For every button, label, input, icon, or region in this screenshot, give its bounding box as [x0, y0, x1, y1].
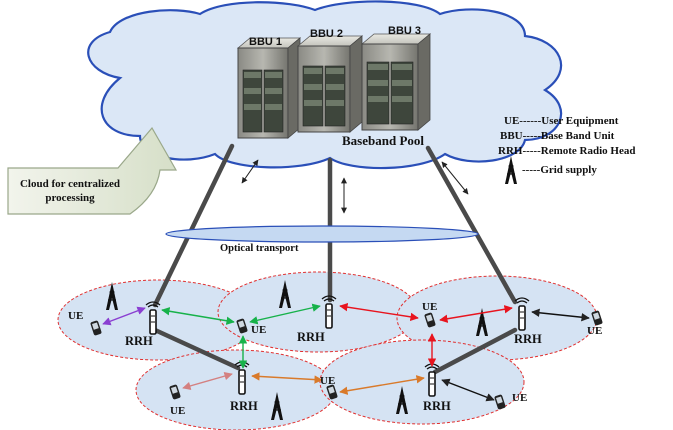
backhaul-arrows [241, 159, 469, 214]
legend-grid: -----Grid supply [522, 164, 597, 176]
cloud-callout-arrow [7, 126, 178, 215]
optical-transport-ring [165, 225, 479, 243]
legend-bbu: BBU-----Base Band Unit [500, 130, 615, 142]
cell-4 [135, 349, 337, 430]
cloud-callout-text: Cloud for centralized processing [8, 177, 132, 205]
ue-label-1: UE [68, 310, 84, 322]
cell-5 [319, 339, 525, 425]
ue-label-7: UE [512, 392, 528, 404]
cloud-callout-line-2: processing [45, 192, 95, 204]
ue-label-6: UE [320, 375, 336, 387]
bbu-rack-1 [236, 37, 302, 139]
baseband-pool-label: Baseband Pool [342, 133, 424, 148]
bbu-2-label: BBU 2 [310, 28, 344, 40]
rrh-label-4: RRH [230, 399, 258, 413]
bbu-1-label: BBU 1 [249, 36, 283, 48]
rrh-label-5: RRH [423, 399, 451, 413]
bbu-rack-3 [360, 33, 432, 131]
ue-label-3: UE [422, 301, 438, 313]
ue-label-2: UE [251, 324, 267, 336]
ue-label-4: UE [587, 325, 603, 337]
ue-label-5: UE [170, 405, 186, 417]
legend-rrh: RRH-----Remote Radio Head [498, 145, 636, 157]
bbu-rack-2 [296, 35, 364, 133]
rrh-label-3: RRH [514, 332, 542, 346]
rrh-label-2: RRH [297, 330, 325, 344]
rrh-label-1: RRH [125, 334, 153, 348]
bbu-3-label: BBU 3 [388, 25, 422, 37]
legend-tower-icon [504, 155, 518, 185]
optical-transport-label: Optical transport [220, 243, 299, 254]
legend-ue: UE------User Equipment [504, 115, 619, 127]
cloud-callout-line-1: Cloud for centralized [19, 178, 120, 190]
wireless-links [102, 302, 590, 402]
